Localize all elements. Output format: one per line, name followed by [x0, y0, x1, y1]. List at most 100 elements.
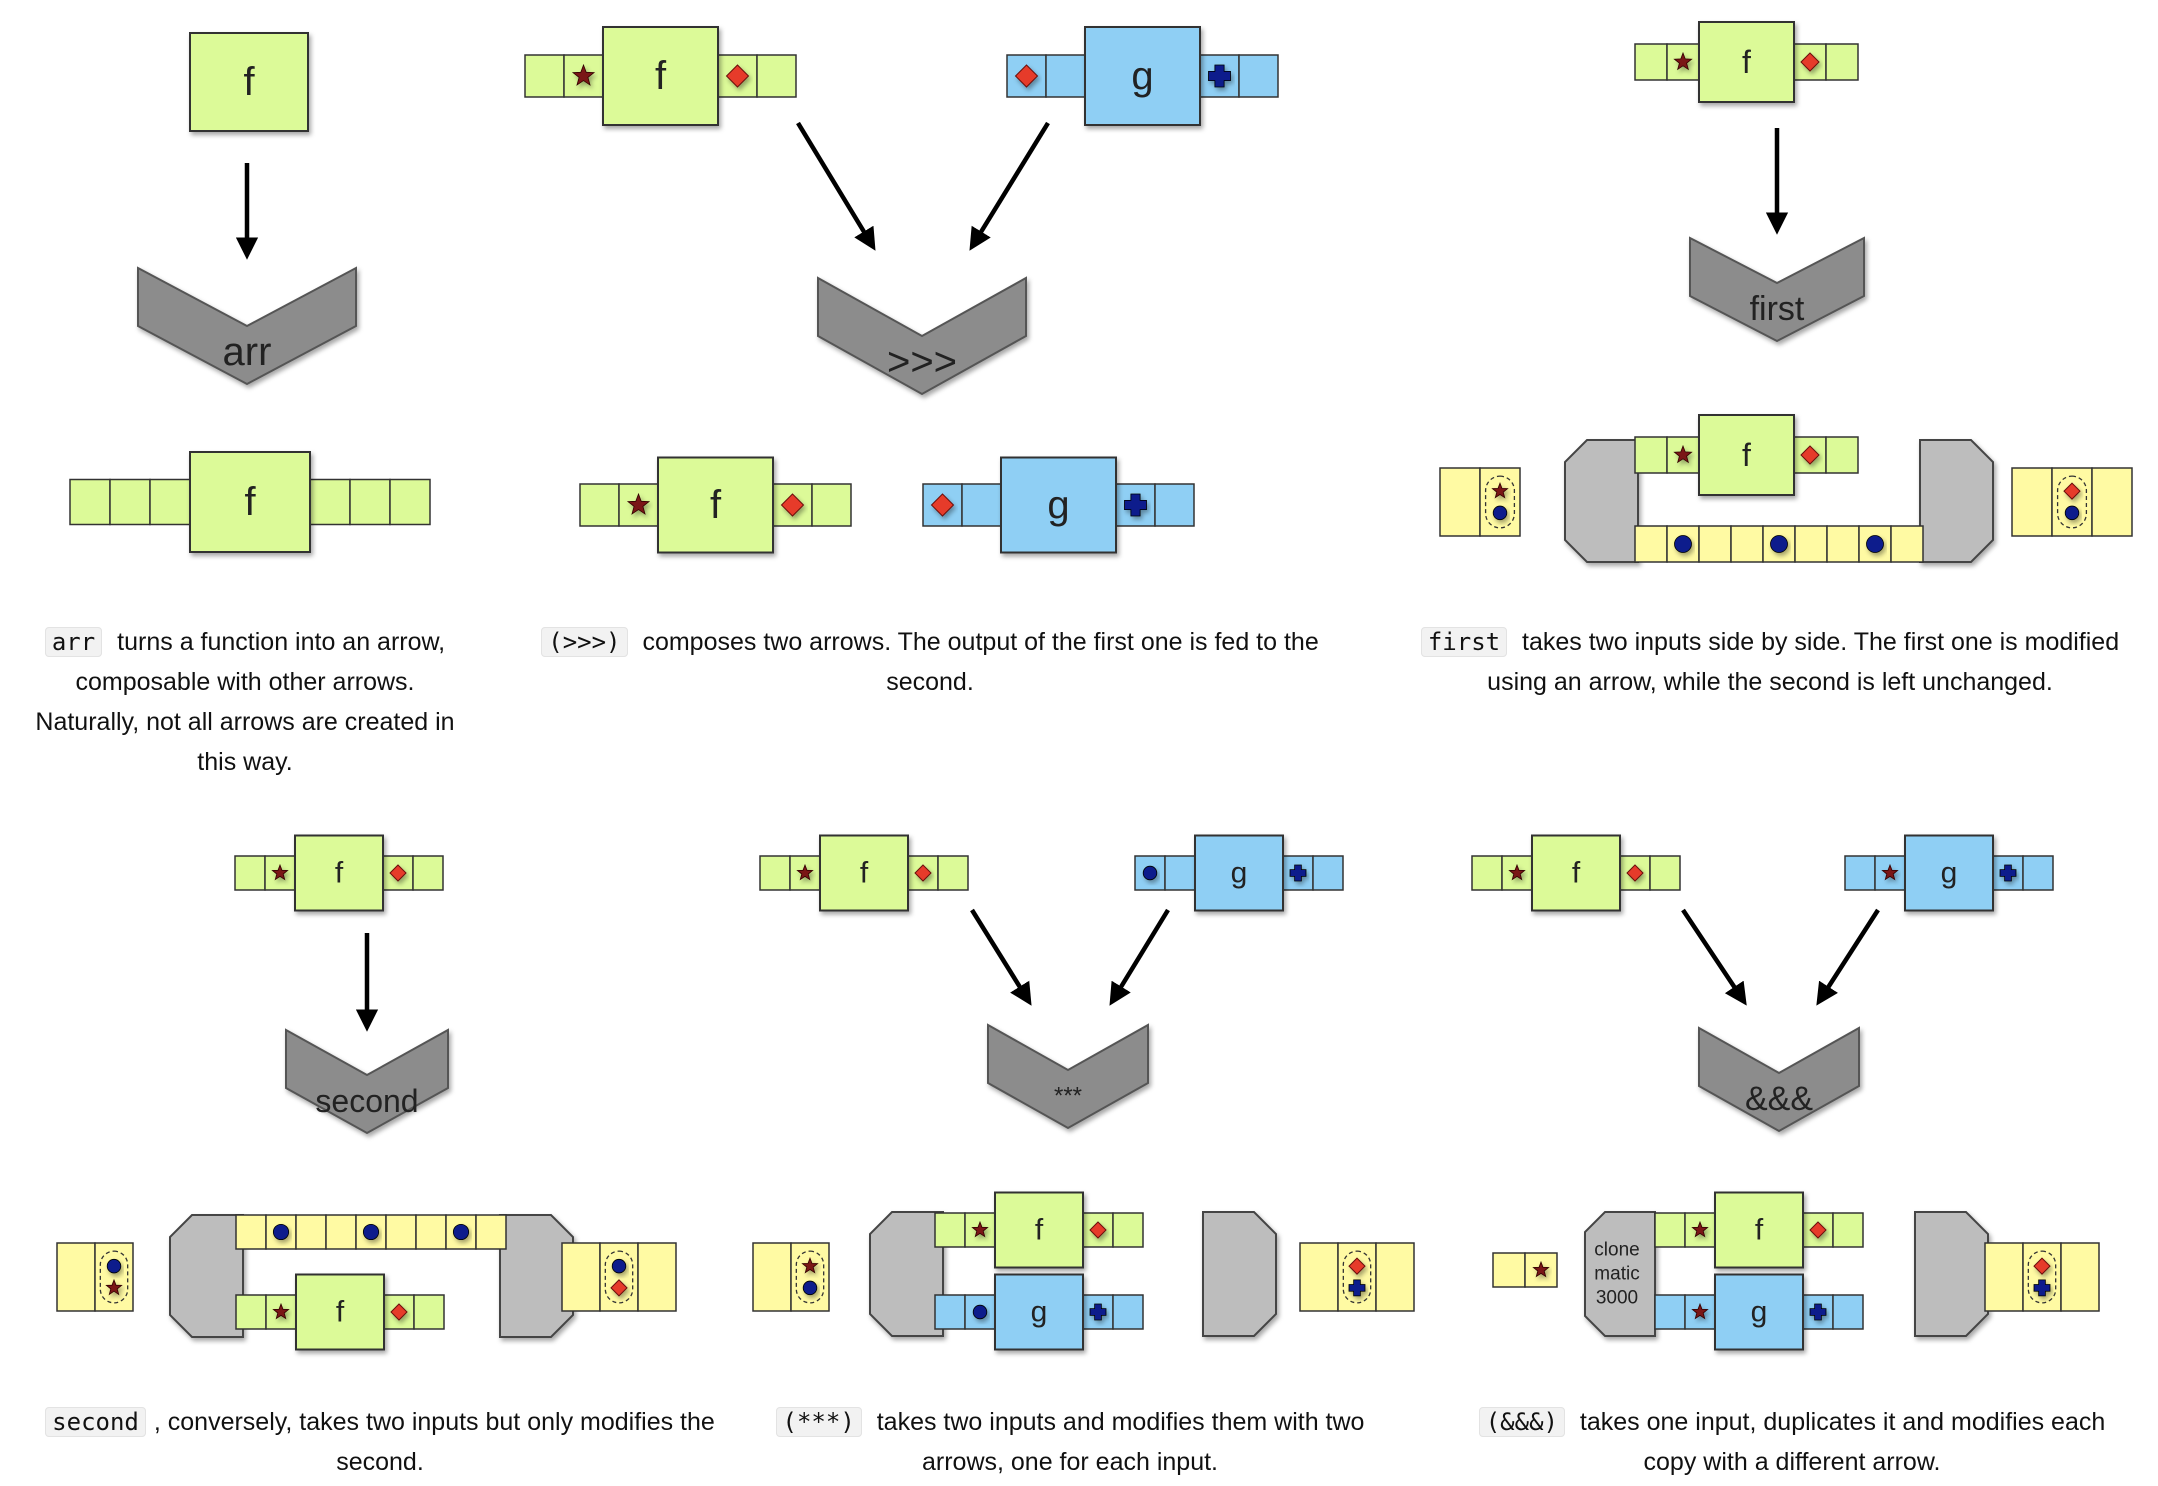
cell [1654, 1294, 1686, 1330]
token [272, 1302, 290, 1320]
function-box: f [294, 834, 384, 912]
merge-gate [1919, 439, 1994, 563]
star-token-icon [571, 63, 596, 86]
cell [2022, 855, 2054, 891]
arrow-block: g [1654, 1273, 1864, 1351]
token [1691, 1220, 1709, 1238]
token [2064, 505, 2080, 521]
star-token-icon [1532, 1260, 1550, 1278]
pair-strip [561, 1242, 677, 1312]
function-box-rect [819, 834, 909, 912]
plus-token-icon [1124, 493, 1147, 517]
arrow-block: f [69, 451, 431, 553]
cell [756, 54, 797, 98]
chevron-label: first [1750, 290, 1805, 328]
function-box-rect [1714, 1273, 1804, 1351]
arrow-block: f [524, 26, 797, 126]
output-cells [1619, 855, 1681, 891]
token [1800, 52, 1820, 72]
cell [2011, 467, 2053, 537]
caption-text: takes one input, duplicates it and modif… [1572, 1408, 2106, 1476]
circle-token-icon [2064, 505, 2080, 521]
input-cells [1654, 1294, 1716, 1330]
cell [475, 1214, 507, 1250]
bypass-strip [1634, 525, 1924, 563]
star-token-icon [971, 1220, 989, 1238]
chevron-label: >>> [887, 340, 957, 384]
token [105, 1278, 123, 1296]
function-box-label: g [1231, 857, 1248, 890]
output-cells [1793, 436, 1859, 474]
function-box-label: f [860, 857, 869, 890]
token [389, 864, 407, 882]
chevron-label: *** [1054, 1083, 1082, 1110]
flow-arrow [796, 121, 876, 251]
caption-split: (***) takes two inputs and modifies them… [760, 1402, 1380, 1482]
clone-label: clone [1594, 1240, 1639, 1261]
merge-gate [499, 1214, 574, 1338]
function-box-rect [994, 1273, 1084, 1351]
output-cells [717, 54, 797, 98]
plus-token-icon [2033, 1279, 2051, 1297]
diamond-token-icon [914, 864, 932, 882]
circle-token-icon [1142, 865, 1158, 881]
flow-arrow [1681, 908, 1747, 1006]
function-box: f [1531, 834, 1621, 912]
function-box-label: f [244, 480, 256, 524]
arrow-block: f [1654, 1191, 1864, 1269]
arrow-block: f [759, 834, 969, 912]
star-token-icon [1491, 481, 1509, 499]
combinator-chevron: arr [137, 266, 357, 386]
plus-token-icon [1809, 1303, 1827, 1321]
function-box: f [994, 1191, 1084, 1269]
cell [1825, 43, 1859, 81]
cell [579, 483, 620, 527]
token [611, 1258, 627, 1274]
cell [1375, 1242, 1415, 1312]
arrow-block: f [1634, 21, 1859, 103]
arrow-block: f [1634, 414, 1859, 496]
function-box-rect [189, 32, 309, 132]
cell [1634, 436, 1668, 474]
cell [1238, 54, 1279, 98]
function-box: f [189, 32, 309, 132]
pair-outline [604, 1250, 634, 1304]
function-box-rect [189, 451, 311, 553]
function-box-rect [1904, 834, 1994, 912]
star-token-icon [1691, 1302, 1709, 1320]
cell [94, 1242, 134, 1312]
cell [934, 1212, 966, 1248]
cell [811, 483, 852, 527]
circle-token-icon [1492, 505, 1508, 521]
cell [235, 1214, 267, 1250]
star-token-icon [796, 863, 814, 881]
diamond-token-icon [930, 493, 955, 517]
function-box: f [1698, 21, 1795, 103]
combinator-chevron: &&& [1698, 1026, 1860, 1133]
cell [790, 1242, 830, 1312]
input-cells [759, 855, 821, 891]
token [1809, 1303, 1827, 1321]
token [1866, 535, 1884, 553]
function-box-label: g [1031, 1296, 1048, 1329]
caption-code: (&&&) [1478, 1407, 1565, 1437]
chevron-shape [1698, 1026, 1860, 1133]
token [1673, 51, 1693, 71]
flow-arrow [970, 908, 1032, 1006]
cell [752, 1242, 792, 1312]
caption-text: composes two arrows. The output of the f… [635, 628, 1319, 696]
function-box: g [1714, 1273, 1804, 1351]
token [1492, 505, 1508, 521]
cell [1479, 467, 1521, 537]
output-cells [1282, 855, 1344, 891]
token [796, 863, 814, 881]
input-cells [934, 1212, 996, 1248]
pair-cells [1299, 1242, 1415, 1312]
caption-code: arr [44, 627, 103, 657]
cell [295, 1214, 327, 1250]
cell [524, 54, 565, 98]
token [610, 1279, 628, 1297]
circle-token-icon [1770, 535, 1788, 553]
token [1508, 863, 1526, 881]
cell [1826, 525, 1860, 563]
